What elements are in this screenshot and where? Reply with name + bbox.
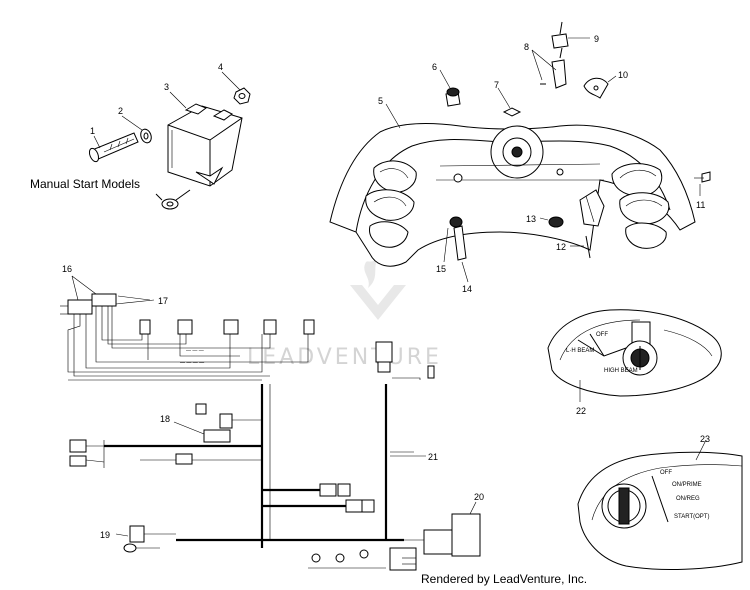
switch23-label-reg: ON/REG [676,496,700,502]
wiring-harness: — — — — — — — [60,275,481,571]
callout-4: 4 [218,62,223,72]
callout-14: 14 [462,284,472,294]
watermark-text: LEADVENTURE [247,345,442,370]
part-pin-12 [570,235,591,259]
headlight-switch-panel [547,309,722,402]
switch22-label-high: HIGH BEAM [604,368,638,374]
callout-5: 5 [378,96,383,106]
callout-10: 10 [618,70,628,80]
switch22-label-off: OFF [596,332,608,338]
callout-7: 7 [494,80,499,90]
part-clip-7 [497,87,522,117]
callout-1: 1 [90,126,95,136]
switch23-label-prime: ON/PRIME [672,482,702,488]
callout-13: 13 [526,214,536,224]
callout-9: 9 [594,34,599,44]
callout-12: 12 [556,242,566,252]
callout-19: 19 [100,530,110,540]
part-screw-11 [694,171,711,196]
svg-text:— — — —: — — — — [180,360,204,366]
callout-8: 8 [524,42,529,52]
part-bolt [88,132,139,163]
callout-16: 16 [62,264,72,274]
caption-manual-start: Manual Start Models [30,177,140,191]
part-washer [140,128,152,144]
callout-23: 23 [700,434,710,444]
switch22-label-low: L·H BEAM [566,348,594,354]
callout-22: 22 [576,406,586,416]
callout-17: 17 [158,296,168,306]
part-bulb-9 [551,21,590,49]
callout-11: 11 [696,200,705,210]
part-cdi-module [167,103,243,187]
ignition-switch-panel [577,439,743,570]
callout-2: 2 [118,106,123,116]
part-indicator-6 [439,69,461,107]
ignition-module-assembly [88,71,251,210]
callout-6: 6 [432,62,437,72]
part-bracket-10 [583,75,617,99]
callout-3: 3 [164,82,169,92]
dash-console-assembly [329,123,696,267]
svg-text:— — —: — — — [186,348,204,354]
part-ground-terminal [155,189,191,210]
callout-15: 15 [436,264,446,274]
part-nut [233,87,251,105]
watermark-logo [350,258,406,320]
switch23-label-off: OFF [660,470,672,476]
callout-18: 18 [160,414,170,424]
callout-21: 21 [428,452,438,462]
switch23-label-start: START(OPT) [674,514,709,520]
credit-line: Rendered by LeadVenture, Inc. [421,572,588,586]
part-grommet-15 [443,216,463,263]
part-grommet-13 [539,216,564,228]
part-toggle-8 [531,47,567,89]
callout-20: 20 [474,492,484,502]
